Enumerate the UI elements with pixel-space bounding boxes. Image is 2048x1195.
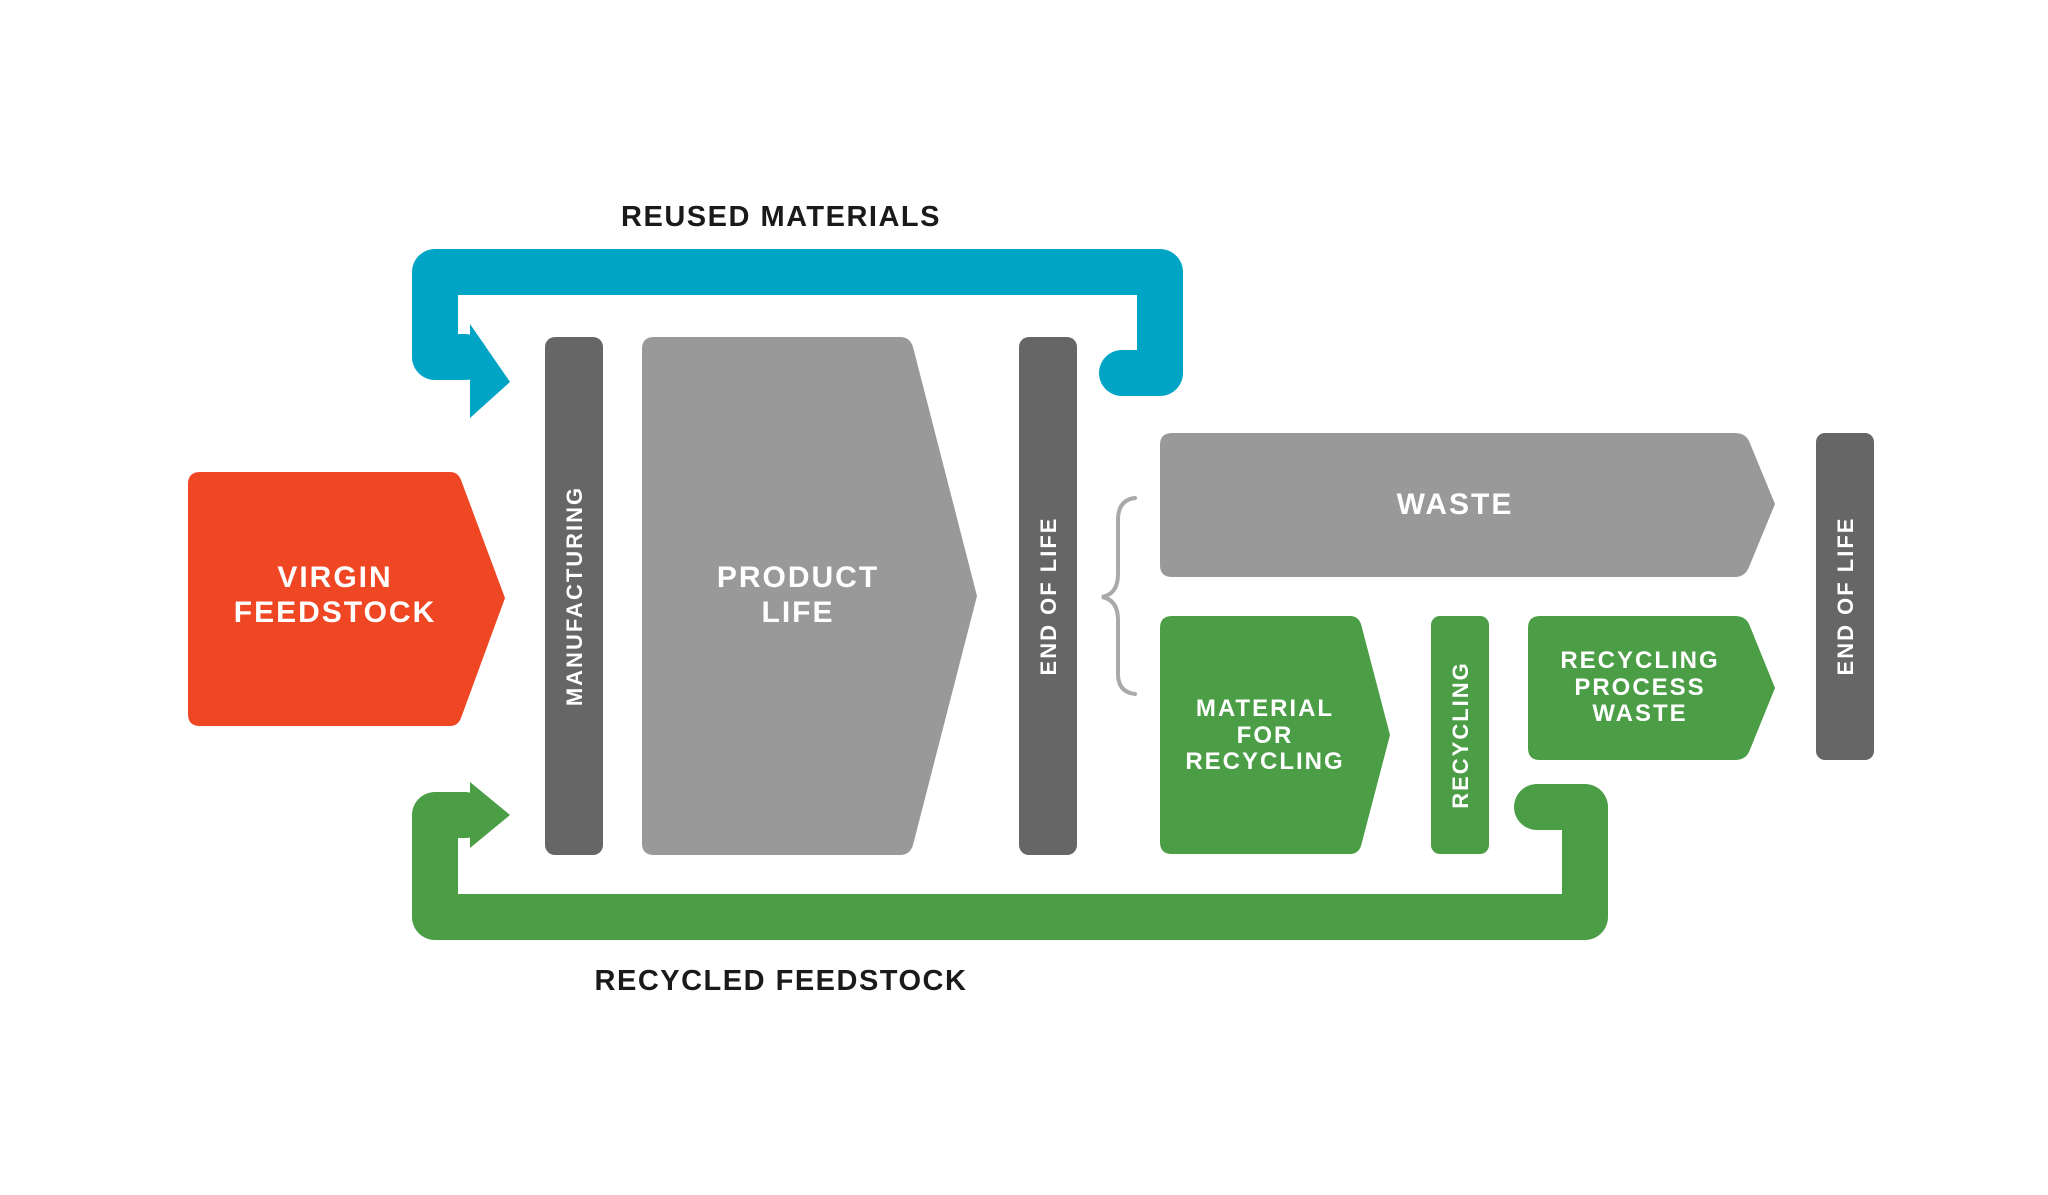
manufacturing-block: MANUFACTURING: [545, 337, 603, 855]
material-for-recycling-block: MATERIAL FOR RECYCLING: [1160, 616, 1390, 854]
end-of-life-label-1: END OF LIFE: [1036, 517, 1061, 676]
recycling-label: RECYCLING: [1448, 661, 1473, 809]
virgin-feedstock-line-2: FEEDSTOCK: [234, 596, 436, 629]
reused-loop-path: [412, 249, 1183, 396]
virgin-feedstock-block: VIRGIN FEEDSTOCK: [188, 472, 505, 726]
recycling-process-waste-shape: [1528, 616, 1775, 760]
waste-shape: [1160, 433, 1775, 577]
virgin-feedstock-line-1: VIRGIN: [277, 561, 392, 594]
virgin-feedstock-shape: [188, 472, 505, 726]
material-for-recycling-line-1: MATERIAL: [1196, 695, 1334, 722]
recycled-arrow-head: [470, 782, 510, 848]
manufacturing-label: MANUFACTURING: [562, 486, 587, 706]
recycling-process-waste-line-3: WASTE: [1592, 700, 1687, 727]
recycled-feedstock-loop: [412, 782, 1608, 940]
reused-materials-loop: [412, 249, 1183, 418]
end-of-life-block-1: END OF LIFE: [1019, 337, 1077, 855]
recycling-process-waste-line-1: RECYCLING: [1560, 647, 1719, 674]
recycled-loop-path: [412, 784, 1608, 940]
reused-materials-label: REUSED MATERIALS: [621, 201, 941, 233]
material-for-recycling-line-2: FOR: [1237, 722, 1294, 749]
recycling-process-waste-line-2: PROCESS: [1574, 674, 1705, 701]
product-life-shape: [642, 337, 977, 855]
brace-icon: [1101, 496, 1137, 696]
product-life-line-2: LIFE: [762, 596, 835, 629]
recycling-bar: [1431, 616, 1489, 854]
material-for-recycling-line-3: RECYCLING: [1185, 748, 1344, 775]
manufacturing-bar: [545, 337, 603, 855]
end-of-life-bar-2: [1816, 433, 1874, 760]
waste-label: WASTE: [1397, 488, 1514, 521]
product-life-line-1: PRODUCT: [717, 561, 879, 594]
product-life-block: PRODUCT LIFE: [642, 337, 977, 855]
end-of-life-block-2: END OF LIFE: [1816, 433, 1874, 760]
waste-block: WASTE: [1160, 433, 1775, 577]
recycling-block: RECYCLING: [1431, 616, 1489, 854]
reused-arrow-head: [470, 324, 510, 418]
material-for-recycling-shape: [1160, 616, 1390, 854]
end-of-life-bar-1: [1019, 337, 1077, 855]
end-of-life-label-2: END OF LIFE: [1833, 517, 1858, 676]
recycled-feedstock-label: RECYCLED FEEDSTOCK: [595, 965, 968, 997]
recycling-process-waste-block: RECYCLING PROCESS WASTE: [1528, 616, 1775, 760]
